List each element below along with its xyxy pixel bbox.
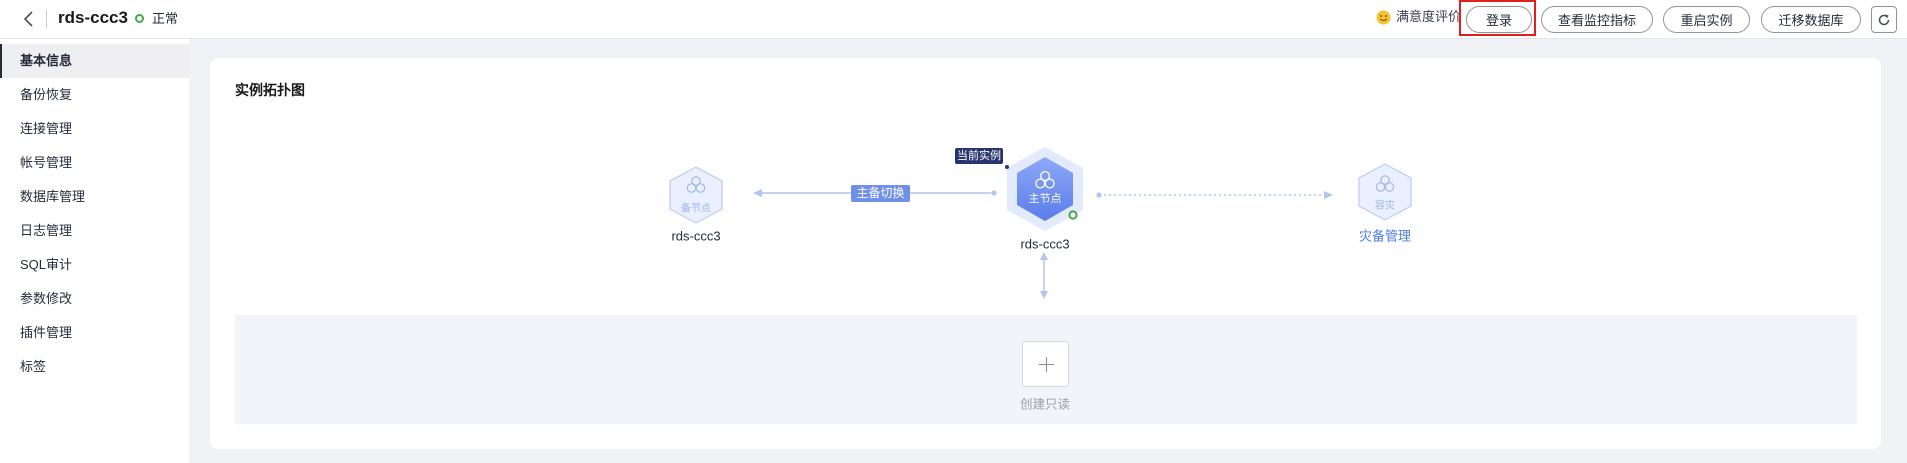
current-tag-pointer-dot: [1005, 165, 1009, 169]
dr-node-hexagon: [1358, 163, 1412, 221]
create-read-replica-button[interactable]: [1022, 341, 1069, 387]
sidebar-item-basic-info[interactable]: 基本信息: [0, 44, 189, 78]
header-divider: [46, 10, 47, 28]
plus-icon: [1039, 357, 1054, 372]
current-instance-tag: 当前实例: [955, 148, 1003, 164]
cluster-icon: [1375, 175, 1395, 192]
chevron-left-icon[interactable]: [22, 10, 36, 28]
sidebar-item-plugins[interactable]: 插件管理: [20, 325, 73, 340]
sidebar-item-connection[interactable]: 连接管理: [20, 121, 73, 136]
switch-link-end-dot: [991, 190, 997, 196]
sidebar-item-parameters[interactable]: 参数修改: [20, 291, 73, 306]
sidebar-item-databases[interactable]: 数据库管理: [20, 189, 86, 204]
replica-link-arrow-up: [1040, 252, 1048, 260]
primary-node-name: rds-ccc3: [1020, 236, 1070, 252]
status-ok-icon: [135, 14, 144, 23]
dr-management-link[interactable]: 灾备管理: [1358, 228, 1412, 244]
primary-node-hexagon: [1017, 157, 1073, 221]
status-text: 正常: [152, 11, 179, 26]
primary-status-ok-icon: [1068, 210, 1078, 220]
switch-link-arrowhead: [753, 189, 762, 197]
cluster-icon: [686, 176, 706, 193]
sidebar-item-sql-audit[interactable]: SQL审计: [20, 257, 73, 272]
primary-node-label: 主节点: [1028, 193, 1062, 205]
refresh-icon: [1878, 13, 1890, 25]
smiley-icon: [1376, 10, 1391, 25]
satisfaction-feedback-link[interactable]: 满意度评价: [1396, 9, 1462, 24]
dr-node-label: 容灾: [1375, 200, 1395, 212]
dr-link-start-dot: [1096, 192, 1102, 198]
migrate-database-button[interactable]: 迁移数据库: [1761, 6, 1861, 33]
standby-node-label: 备节点: [681, 203, 711, 215]
standby-node-name: rds-ccc3: [671, 228, 721, 244]
page-title: rds-ccc3: [58, 8, 128, 27]
refresh-button[interactable]: [1871, 6, 1897, 33]
standby-node-hexagon: [669, 166, 723, 224]
replica-link-arrow-down: [1040, 291, 1048, 299]
cluster-icon: [1035, 170, 1055, 189]
login-button[interactable]: 登录: [1466, 6, 1532, 33]
reboot-instance-button[interactable]: 重启实例: [1663, 6, 1750, 33]
create-read-replica-label[interactable]: 创建只读: [1019, 397, 1071, 412]
sidebar-item-backup-restore[interactable]: 备份恢复: [20, 87, 73, 102]
card-title: 实例拓扑图: [235, 82, 305, 98]
sidebar-item-logs[interactable]: 日志管理: [20, 223, 73, 238]
view-metrics-button[interactable]: 查看监控指标: [1541, 6, 1653, 33]
dr-link-arrowhead: [1324, 191, 1333, 199]
sidebar-item-tags[interactable]: 标签: [20, 359, 47, 374]
switchover-button[interactable]: 主备切换: [851, 185, 910, 202]
sidebar-item-accounts[interactable]: 帐号管理: [20, 155, 73, 170]
sidebar: 基本信息 备份恢复 连接管理 帐号管理 数据库管理 日志管理 SQL审计 参数修…: [0, 39, 189, 463]
